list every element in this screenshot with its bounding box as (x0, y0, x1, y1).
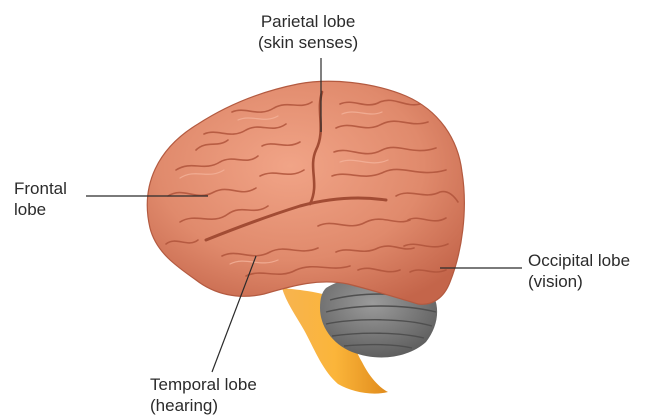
cerebral-cortex (147, 81, 464, 304)
temporal-lobe-title: Temporal lobe (150, 374, 257, 395)
frontal-lobe-title-line2: lobe (14, 199, 67, 220)
occipital-lobe-label: Occipital lobe (vision) (528, 250, 630, 292)
parietal-lobe-title: Parietal lobe (258, 11, 358, 32)
parietal-lobe-label: Parietal lobe (skin senses) (258, 11, 358, 53)
frontal-lobe-title-line1: Frontal (14, 178, 67, 199)
frontal-lobe-label: Frontal lobe (14, 178, 67, 220)
temporal-lobe-function: (hearing) (150, 395, 257, 416)
occipital-lobe-function: (vision) (528, 271, 630, 292)
parietal-lobe-function: (skin senses) (258, 32, 358, 53)
temporal-lobe-label: Temporal lobe (hearing) (150, 374, 257, 416)
occipital-lobe-title: Occipital lobe (528, 250, 630, 271)
